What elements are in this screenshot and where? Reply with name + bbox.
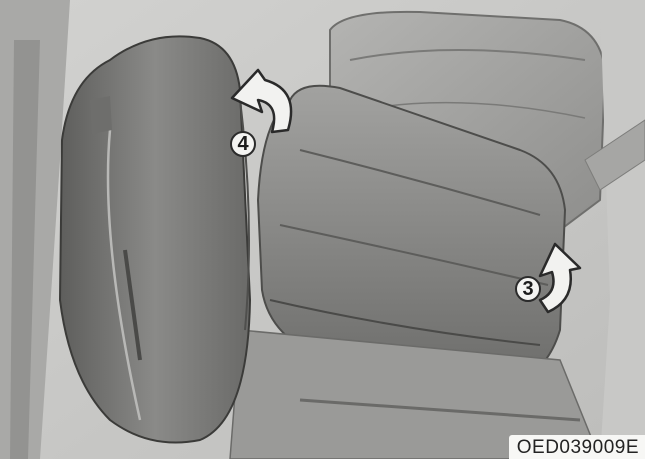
figure-code: OED039009E xyxy=(509,435,645,459)
step-3-label: 3 xyxy=(515,276,541,302)
headrest-post xyxy=(90,96,112,134)
step-4-label: 4 xyxy=(230,131,256,157)
folded-seatback xyxy=(60,36,250,442)
